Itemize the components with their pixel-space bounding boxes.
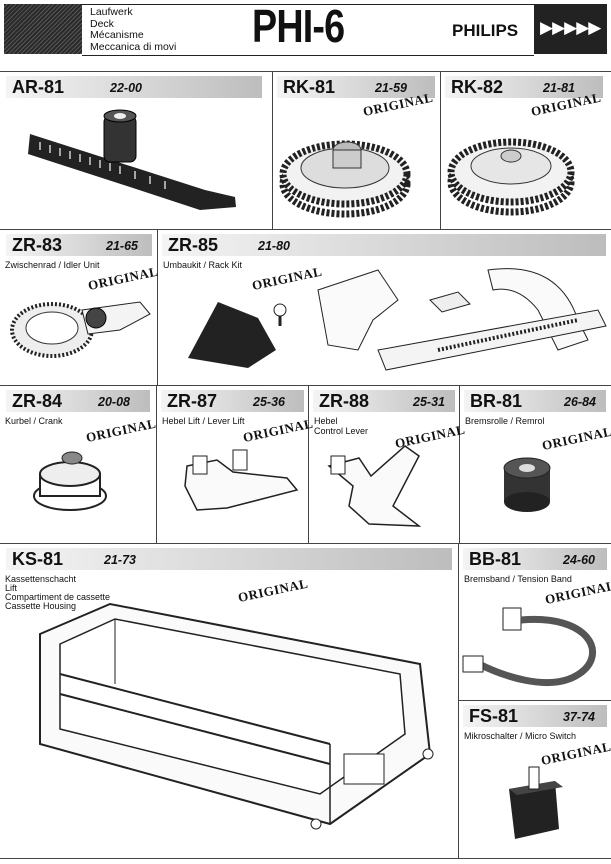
part-code: RK-82 bbox=[451, 77, 504, 97]
part-card-zr85: ZR-85 21-80 Umbaukit / Rack Kit ORIGINAL bbox=[158, 230, 611, 385]
part-code: ZR-83 bbox=[12, 235, 63, 255]
part-description: Mikroschalter / Micro Switch bbox=[464, 731, 577, 741]
part-description: Bremsrolle / Remrol bbox=[465, 416, 545, 426]
part-code: ZR-88 bbox=[319, 391, 370, 411]
part-number: 22-00 bbox=[110, 81, 142, 95]
part-card-zr87: ZR-87 25-36 Hebel Lift / Lever Lift ORIG… bbox=[157, 386, 314, 543]
language-labels: Laufwerk Deck Mécanisme Meccanica di mov… bbox=[90, 6, 177, 53]
lang-en: Deck bbox=[90, 17, 114, 30]
part-code: FS-81 bbox=[469, 706, 519, 726]
part-title-bar: ZR-88 25-31 bbox=[313, 390, 455, 412]
part-code: BR-81 bbox=[470, 391, 523, 411]
part-card-zr84: ZR-84 20-08 Kurbel / Crank ORIGINAL bbox=[0, 386, 157, 543]
part-number: 25-36 bbox=[253, 395, 285, 409]
header-arrow-block: ▶▶▶▶▶ bbox=[534, 4, 607, 54]
row-divider bbox=[458, 700, 611, 701]
header-center: Laufwerk Deck Mécanisme Meccanica di mov… bbox=[82, 0, 534, 56]
gear-wheel-illustration bbox=[447, 138, 575, 216]
part-card-rk82: RK-82 21-81 ORIGINAL bbox=[441, 72, 611, 229]
part-title-bar: ZR-84 20-08 bbox=[6, 390, 150, 412]
part-title-bar: KS-81 21-73 bbox=[6, 548, 452, 570]
part-title-bar: RK-81 21-59 bbox=[277, 76, 435, 98]
part-card-zr83: ZR-83 21-65 Zwischenrad / Idler Unit ORI… bbox=[0, 230, 159, 385]
model-title: PHI-6 bbox=[252, 0, 345, 52]
part-title-bar: ZR-83 21-65 bbox=[6, 234, 152, 256]
part-number: 21-80 bbox=[258, 239, 290, 253]
part-title-bar: AR-81 22-00 bbox=[6, 76, 262, 98]
part-title-bar: RK-82 21-81 bbox=[445, 76, 603, 98]
part-number: 21-81 bbox=[543, 81, 575, 95]
row-divider bbox=[0, 385, 611, 386]
brand-name: PHILIPS bbox=[452, 21, 519, 40]
part-description-line2: Lift bbox=[5, 583, 18, 593]
rack-kit-illustration bbox=[188, 268, 607, 371]
col-divider bbox=[272, 71, 273, 229]
part-description-line1: Hebel bbox=[314, 416, 338, 426]
part-number: 25-31 bbox=[413, 395, 445, 409]
part-description-line1: Kassettenschacht bbox=[5, 574, 77, 584]
part-code: BB-81 bbox=[469, 549, 522, 569]
micro-switch-illustration bbox=[509, 766, 563, 839]
part-card-ar81: AR-81 22-00 bbox=[0, 72, 272, 229]
lang-de: Laufwerk bbox=[90, 6, 133, 18]
part-title-bar: ZR-85 21-80 bbox=[162, 234, 606, 256]
part-code: AR-81 bbox=[12, 77, 65, 97]
part-title-bar: BB-81 24-60 bbox=[463, 548, 607, 570]
row-divider bbox=[0, 71, 611, 72]
idler-unit-illustration bbox=[10, 301, 151, 358]
brake-roller-illustration bbox=[503, 457, 551, 512]
part-card-bb81: BB-81 24-60 Bremsband / Tension Band ORI… bbox=[459, 544, 611, 700]
part-code: RK-81 bbox=[283, 77, 336, 97]
row-divider bbox=[0, 858, 611, 859]
row-divider bbox=[0, 543, 611, 544]
part-number: 37-74 bbox=[563, 710, 595, 724]
part-number: 24-60 bbox=[563, 553, 595, 567]
part-description: Hebel Lift / Lever Lift bbox=[162, 416, 245, 426]
part-number: 21-73 bbox=[104, 553, 136, 567]
part-card-zr88: ZR-88 25-31 Hebel Control Lever ORIGINAL bbox=[309, 386, 466, 543]
row-divider bbox=[0, 229, 611, 230]
col-divider bbox=[458, 543, 459, 858]
part-card-rk81: RK-81 21-59 ORIGINAL bbox=[273, 72, 440, 229]
part-title-bar: BR-81 26-84 bbox=[464, 390, 606, 412]
part-title-bar: FS-81 37-74 bbox=[463, 705, 607, 727]
page-header: Laufwerk Deck Mécanisme Meccanica di mov… bbox=[4, 0, 607, 56]
rack-gear-illustration bbox=[28, 109, 236, 210]
part-code: ZR-84 bbox=[12, 391, 63, 411]
part-number: 21-65 bbox=[106, 239, 138, 253]
col-divider bbox=[440, 71, 441, 229]
part-description: Zwischenrad / Idler Unit bbox=[5, 260, 100, 270]
part-card-ks81: KS-81 21-73 Kassettenschacht Lift Compar… bbox=[0, 544, 458, 858]
col-divider bbox=[308, 385, 309, 543]
col-divider bbox=[157, 229, 158, 385]
header-hatch-left bbox=[4, 4, 82, 54]
part-code: ZR-87 bbox=[167, 391, 218, 411]
col-divider bbox=[156, 385, 157, 543]
part-code: ZR-85 bbox=[168, 235, 219, 255]
part-code: KS-81 bbox=[12, 549, 64, 569]
part-description: Kurbel / Crank bbox=[5, 416, 63, 426]
part-description: Bremsband / Tension Band bbox=[464, 574, 572, 584]
gear-wheel-illustration bbox=[279, 140, 411, 218]
col-divider bbox=[459, 385, 460, 543]
part-description-line3: Compartiment de cassette bbox=[5, 592, 111, 602]
crank-illustration bbox=[33, 451, 107, 511]
arrows-icon: ▶▶▶▶▶ bbox=[540, 18, 601, 37]
part-number: 26-84 bbox=[564, 395, 596, 409]
part-card-fs81: FS-81 37-74 Mikroschalter / Micro Switch… bbox=[459, 701, 611, 858]
tension-band-illustration bbox=[462, 607, 597, 686]
lift-lever-illustration bbox=[184, 449, 299, 511]
lang-it: Meccanica di movi bbox=[90, 40, 177, 53]
part-card-br81: BR-81 26-84 Bremsrolle / Remrol ORIGINAL bbox=[460, 386, 611, 543]
part-description: Umbaukit / Rack Kit bbox=[163, 260, 243, 270]
part-number: 21-59 bbox=[375, 81, 407, 95]
part-title-bar: ZR-87 25-36 bbox=[161, 390, 304, 412]
cassette-housing-illustration bbox=[39, 602, 434, 830]
lang-fr: Mécanisme bbox=[90, 29, 144, 41]
part-description-line4: Cassette Housing bbox=[5, 601, 77, 611]
part-description-line2: Control Lever bbox=[314, 426, 369, 436]
part-number: 20-08 bbox=[98, 395, 130, 409]
control-lever-illustration bbox=[327, 445, 422, 527]
